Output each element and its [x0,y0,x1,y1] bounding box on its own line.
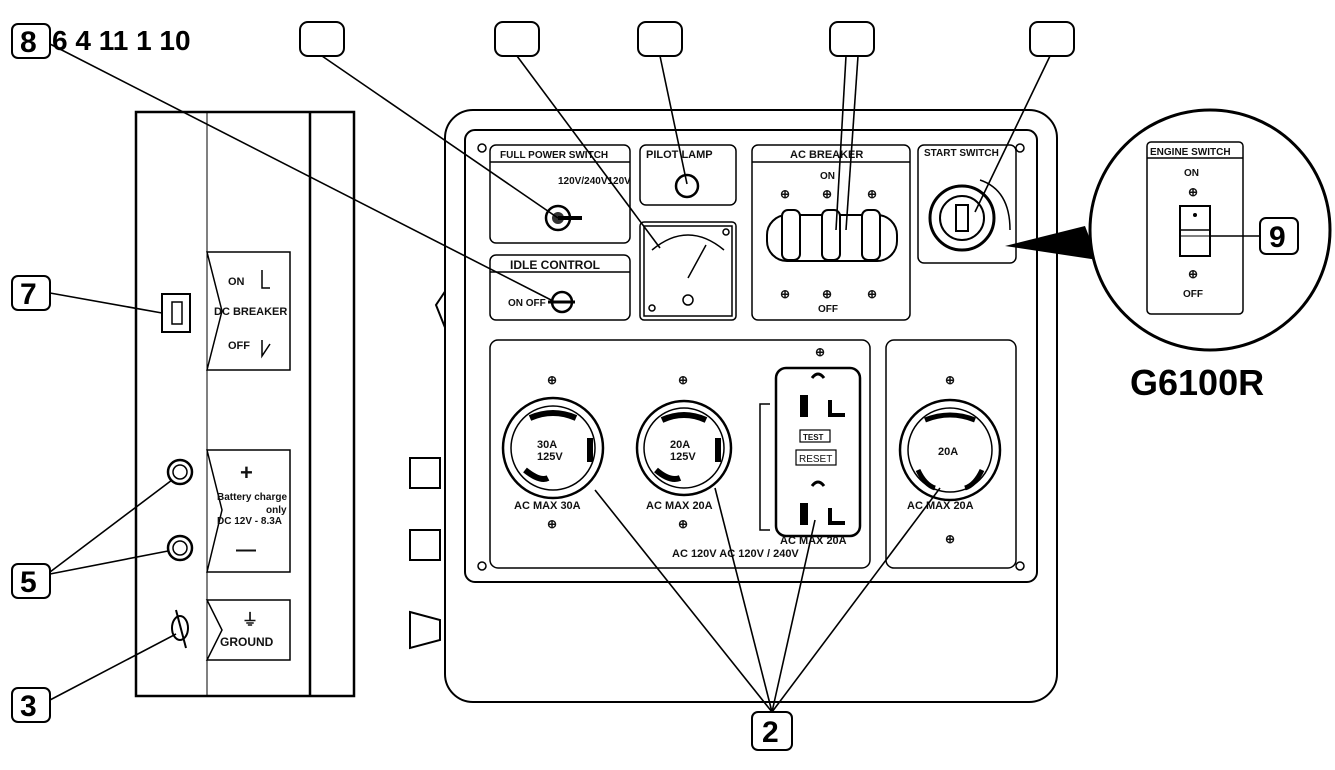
callout-9: 9 [1259,217,1299,255]
leader-lines [49,43,1051,303]
blank-callout-4 [829,21,875,57]
svg-text:⊕: ⊕ [547,373,557,387]
receptacle-30a[interactable] [501,396,605,500]
svg-text:20A: 20A [670,439,690,451]
svg-text:⊕: ⊕ [822,287,832,301]
svg-text:⊕: ⊕ [1188,267,1198,281]
svg-text:—: — [236,539,256,561]
svg-text:AC MAX 20A: AC MAX 20A [907,500,974,512]
svg-text:125V: 125V [670,451,696,463]
gfci-test-button[interactable] [799,429,831,443]
svg-text:only: only [266,505,287,516]
blank-callout-2 [494,21,540,57]
svg-text:30A: 30A [537,439,557,451]
svg-text:5: 5 [20,566,37,599]
svg-text:DC BREAKER: DC BREAKER [214,306,287,318]
svg-text:DC 12V - 8.3A: DC 12V - 8.3A [217,516,282,527]
voltmeter [639,221,737,321]
svg-text:ENGINE SWITCH: ENGINE SWITCH [1150,147,1231,158]
svg-text:TEST: TEST [803,433,824,442]
svg-text:AC MAX 20A: AC MAX 20A [646,500,713,512]
gfci-reset-button[interactable] [795,449,837,466]
callout-8: 8 [11,23,51,59]
svg-text:RESET: RESET [799,454,832,465]
svg-text:OFF: OFF [228,340,250,352]
svg-text:⊕: ⊕ [780,287,790,301]
callout-7: 7 [11,275,163,314]
svg-text:⊕: ⊕ [1188,185,1198,199]
svg-text:ON OFF: ON OFF [508,298,546,309]
svg-text:⊕: ⊕ [678,517,688,531]
on-symbol-icon [261,270,270,289]
blank-callout-3 [637,21,683,57]
svg-text:⏚: ⏚ [242,611,258,629]
svg-text:2: 2 [762,716,779,749]
svg-text:20A: 20A [938,446,958,458]
svg-text:9: 9 [1269,221,1286,254]
off-symbol-icon [261,340,271,359]
svg-text:⊕: ⊕ [822,187,832,201]
blank-callout-1 [299,21,345,57]
svg-text:⊕: ⊕ [867,287,877,301]
svg-text:125V: 125V [537,451,563,463]
positive-terminal[interactable] [166,458,194,486]
svg-text:IDLE CONTROL: IDLE CONTROL [510,258,600,272]
svg-text:7: 7 [20,278,37,311]
svg-text:⊕: ⊕ [547,517,557,531]
wingnut-icon [409,610,441,650]
svg-text:3: 3 [20,690,37,723]
svg-text:120V/240V120V: 120V/240V120V [558,176,631,187]
main-panel: FULL POWER SWITCH 120V/240V120V PILOT LA… [409,109,1058,703]
side-panel: ON DC BREAKER OFF + Battery charge only … [134,110,356,698]
svg-text:8: 8 [20,26,37,59]
callout-2: 2 [594,487,941,751]
callout-5: 5 [11,479,173,599]
svg-text:AC MAX 20A: AC MAX 20A [780,535,847,547]
pilot-lamp [674,173,700,199]
svg-text:FULL POWER SWITCH: FULL POWER SWITCH [500,150,608,161]
blank-callout-5 [1029,21,1075,57]
svg-text:⊕: ⊕ [780,187,790,201]
receptacle-20a-240v[interactable] [898,398,1002,502]
model-label: G6100R [1130,362,1264,403]
svg-text:AC BREAKER: AC BREAKER [790,149,863,161]
svg-text:ON: ON [1184,168,1199,179]
svg-text:PILOT LAMP: PILOT LAMP [646,149,713,161]
svg-text:⊕: ⊕ [945,532,955,546]
receptacle-20a-125v[interactable] [635,399,733,497]
svg-text:ON: ON [820,171,835,182]
svg-text:AC MAX 30A: AC MAX 30A [514,500,581,512]
svg-text:Battery charge: Battery charge [217,492,287,503]
svg-text:⊕: ⊕ [678,373,688,387]
svg-text:OFF: OFF [1183,289,1203,300]
svg-text:⊕: ⊕ [867,187,877,201]
svg-text:⊕: ⊕ [815,345,825,359]
svg-text:OFF: OFF [818,304,838,315]
callout-sequence: 6 4 11 1 10 [52,25,191,56]
engine-switch-inset: ENGINE SWITCH ON ⊕ ⊕ OFF [1005,108,1332,352]
ac-breaker-toggles[interactable] [766,209,898,262]
svg-text:AC 120V AC 120V / 240V: AC 120V AC 120V / 240V [672,548,799,560]
negative-terminal[interactable] [166,534,194,562]
svg-text:⊕: ⊕ [945,373,955,387]
svg-text:START SWITCH: START SWITCH [924,148,999,159]
callout-3: 3 [11,633,177,723]
svg-text:GROUND: GROUND [220,635,274,649]
svg-text:+: + [240,460,253,485]
svg-text:ON: ON [228,276,245,288]
